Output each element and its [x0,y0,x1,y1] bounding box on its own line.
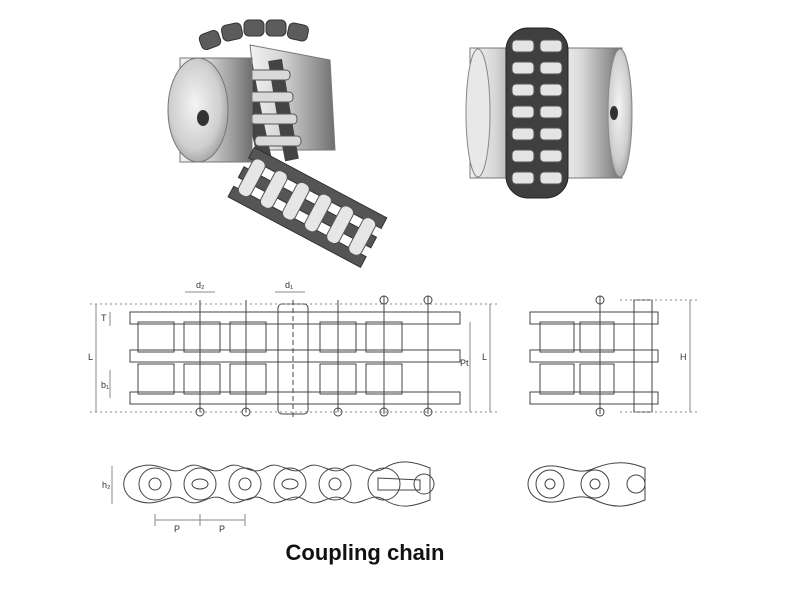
chain-side-view-drawing [529,295,700,417]
dim-p1-label: P [174,524,180,534]
dim-d2-label: d₂ [196,280,205,290]
dim-t-label: T [101,313,107,323]
dim-p2-label: P [219,524,225,534]
dim-d1-label: d₁ [285,280,293,290]
chain-top-view-drawing [90,291,500,420]
dim-h-label: H [680,352,687,362]
shaft-bore-icon [197,110,209,126]
dim-b1-label: b₁ [101,380,109,390]
dim-pt-label: Pt [460,358,469,368]
dimension-labels-profile: h₂ P P [102,480,225,534]
shaft-bore-icon [610,106,618,120]
dim-h2-label: h₂ [102,480,111,490]
dim-l-label: L [88,352,93,362]
chain-profile-drawing [111,461,646,526]
coupling-photo-unwrapped [167,19,388,268]
dim-inner-l-label: L [482,352,487,362]
coupling-photo-assembled [465,27,633,199]
figure-caption: Coupling chain [285,540,445,565]
dimension-labels-top-view: d₂ d₁ T L b₁ Pt L [88,280,487,390]
